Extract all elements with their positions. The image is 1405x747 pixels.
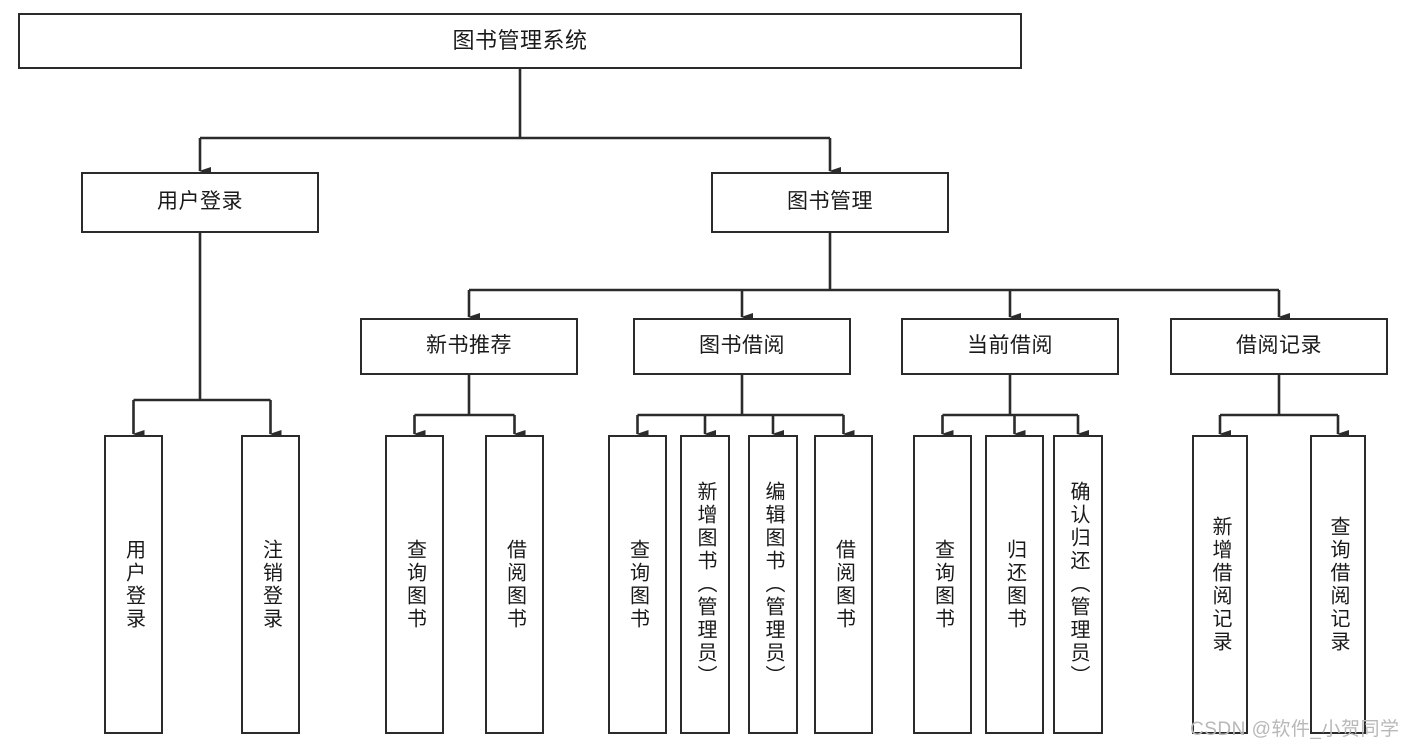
node-borrow-record[interactable]: 借阅记录	[1170, 318, 1388, 375]
node-label: 图书管理系统	[452, 28, 588, 54]
node-new-book-rec[interactable]: 新书推荐	[360, 318, 578, 375]
node-label: 图书借阅	[699, 334, 785, 358]
node-label: 新书推荐	[426, 334, 512, 358]
connector-bus-borrow-record	[1220, 375, 1338, 417]
node-label: 当前借阅	[967, 334, 1053, 358]
node-label: 借阅记录	[1236, 334, 1322, 358]
node-book-manage[interactable]: 图书管理	[711, 172, 949, 233]
node-leaf-query-book-3[interactable]: 查询图书	[913, 435, 972, 734]
node-label: 查询图书	[626, 538, 649, 631]
node-user-login[interactable]: 用户登录	[81, 172, 319, 233]
connector-bus-user-login	[133, 233, 271, 402]
node-label: 图书管理	[787, 190, 873, 214]
node-leaf-query-record[interactable]: 查询借阅记录	[1310, 435, 1366, 734]
node-leaf-borrow-book-1[interactable]: 借阅图书	[485, 435, 544, 734]
node-leaf-query-book-1[interactable]: 查询图书	[385, 435, 444, 734]
node-label: 用户登录	[122, 538, 145, 631]
node-root[interactable]: 图书管理系统	[18, 13, 1022, 69]
connector-bus-book-manage	[469, 233, 1279, 292]
node-leaf-add-record[interactable]: 新增借阅记录	[1192, 435, 1248, 734]
node-label: 归还图书	[1003, 538, 1026, 631]
node-label: 用户登录	[157, 190, 243, 214]
node-leaf-edit-book[interactable]: 编辑图书（管理员）	[748, 435, 798, 734]
node-label: 注销登录	[259, 538, 282, 631]
node-label: 确认归还（管理员）	[1067, 481, 1089, 688]
node-book-borrow[interactable]: 图书借阅	[633, 318, 851, 375]
connector-bus-current-borrow	[942, 375, 1078, 417]
node-label: 查询图书	[931, 538, 954, 631]
node-label: 新增图书（管理员）	[694, 481, 716, 688]
connector-bus-new-book-rec	[414, 375, 515, 417]
node-leaf-query-book-2[interactable]: 查询图书	[608, 435, 667, 734]
node-leaf-confirm-return[interactable]: 确认归还（管理员）	[1053, 435, 1103, 734]
node-leaf-logout[interactable]: 注销登录	[241, 435, 300, 734]
node-leaf-return-book[interactable]: 归还图书	[985, 435, 1044, 734]
node-current-borrow[interactable]: 当前借阅	[901, 318, 1119, 375]
connector-bus-root	[200, 69, 830, 140]
node-leaf-borrow-book-2[interactable]: 借阅图书	[814, 435, 873, 734]
connector-bus-book-borrow	[637, 375, 844, 417]
node-leaf-user-login[interactable]: 用户登录	[104, 435, 163, 734]
node-leaf-add-book[interactable]: 新增图书（管理员）	[680, 435, 730, 734]
node-label: 借阅图书	[503, 538, 526, 631]
node-label: 借阅图书	[832, 538, 855, 631]
node-label: 编辑图书（管理员）	[762, 481, 784, 688]
node-label: 查询借阅记录	[1327, 515, 1349, 654]
node-label: 新增借阅记录	[1209, 515, 1231, 654]
node-label: 查询图书	[403, 538, 426, 631]
